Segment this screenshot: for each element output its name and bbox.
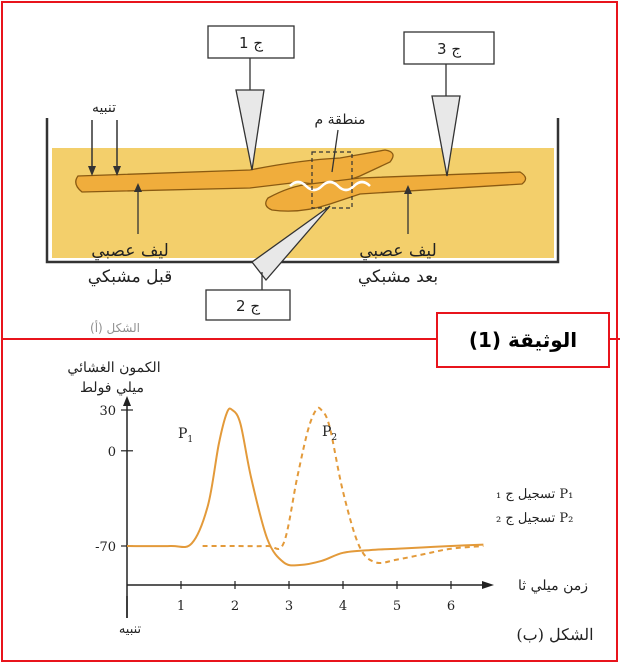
legend-entry-2: P₂ تسجيل ج ₂ xyxy=(496,511,573,526)
electrode-3-label: ج 3 xyxy=(437,40,461,59)
presynaptic-fiber xyxy=(75,149,394,193)
y-tick-label: 30 xyxy=(99,404,116,419)
stimulation-label-b: تنبيه xyxy=(119,622,142,637)
electrode-2-label: ج 2 xyxy=(236,297,260,316)
electrode-2-tip xyxy=(251,205,331,282)
document-label: الوثيقة (1) xyxy=(436,312,610,368)
synaptic-cleft xyxy=(289,180,371,192)
figure-b-caption: الشكل (ب) xyxy=(516,625,593,644)
y-axis-arrowhead xyxy=(123,396,131,406)
postsynaptic-label-2: بعد مشبكي xyxy=(358,267,438,287)
figure-b: 1 2 3 4 5 6 30 0 -70 الكمون الغشائي ميلي فولط زم… xyxy=(67,360,593,644)
y-axis-label-2: ميلي فولط xyxy=(80,380,144,396)
x-tick-label: 2 xyxy=(231,599,239,614)
electrode-3-box xyxy=(403,31,495,65)
presynaptic-arrowhead xyxy=(134,183,142,192)
zone-m-pointer xyxy=(331,129,339,173)
figure-a: ج 1 ج 3 ج 2 تنبيه منطقة م ليف عصبي قبل م… xyxy=(45,25,560,335)
x-tick-label: 1 xyxy=(177,599,185,614)
electrode-2-box xyxy=(205,289,291,321)
postsynaptic-label-1: ليف عصبي xyxy=(359,241,437,261)
y-tick-label: 0 xyxy=(108,445,116,460)
x-tick-label: 6 xyxy=(447,599,455,614)
x-tick-label: 4 xyxy=(339,599,347,614)
postsynaptic-arrowhead xyxy=(404,185,412,194)
electrode-1-box xyxy=(207,25,295,59)
presynaptic-label-1: ليف عصبي xyxy=(91,241,169,261)
peak-label-p1: P1 xyxy=(178,426,193,445)
series-p2-line xyxy=(202,406,484,565)
peak-label-p2: P2 xyxy=(322,424,337,443)
stim-arrowhead-2 xyxy=(113,166,121,176)
y-axis-label-1: الكمون الغشائي xyxy=(67,360,160,376)
x-axis-label: زمن ميلي ثا xyxy=(518,578,588,594)
stimulation-label-a: تنبيه xyxy=(92,100,116,116)
zone-m-label: منطقة م xyxy=(315,112,366,128)
series-p1-line xyxy=(126,407,484,567)
presynaptic-label-2: قبل مشبكي xyxy=(88,267,173,287)
zone-m-box xyxy=(311,151,353,209)
legend-entry-1: P₁ تسجيل ج ₁ xyxy=(496,487,573,502)
section-divider xyxy=(1,338,620,340)
stim-arrowhead-1 xyxy=(88,166,96,176)
figure-a-caption: الشكل (أ) xyxy=(90,320,140,335)
electrode-1-tip xyxy=(235,89,265,171)
bath-container xyxy=(45,118,560,264)
x-tick-label: 5 xyxy=(393,599,401,614)
electrode-3-tip xyxy=(431,95,461,177)
electrode-1-label: ج 1 xyxy=(239,34,263,53)
y-tick-label: -70 xyxy=(95,540,116,555)
x-axis-arrowhead xyxy=(482,581,494,589)
x-tick-label: 3 xyxy=(285,599,293,614)
axis-ticks: 1 2 3 4 5 6 30 0 -70 xyxy=(95,404,455,614)
